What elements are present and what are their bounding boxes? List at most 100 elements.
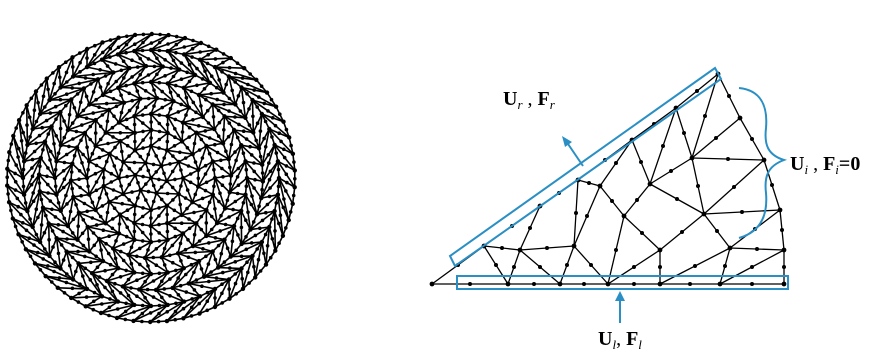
mesh-midnode — [257, 95, 261, 99]
sector-midnode — [723, 264, 727, 268]
mesh-node — [132, 148, 138, 153]
mesh-node — [228, 55, 233, 61]
mesh-midnode — [264, 210, 268, 215]
mesh-node — [153, 287, 159, 293]
mesh-node — [38, 155, 43, 161]
mesh-node — [197, 57, 203, 62]
mesh-midnode — [260, 187, 264, 192]
mesh-node — [71, 194, 76, 200]
mesh-midnode — [220, 291, 224, 296]
mesh-midnode — [157, 121, 162, 126]
mesh-midnode — [64, 280, 69, 285]
mesh-node — [30, 126, 35, 132]
mesh-node — [83, 304, 88, 309]
mesh-midnode — [129, 245, 134, 250]
mesh-node — [215, 265, 221, 270]
sector-midnode — [770, 183, 774, 187]
mesh-midnode — [217, 78, 221, 82]
mesh-midnode — [192, 288, 197, 292]
mesh-midnode — [157, 239, 162, 243]
mesh-midnode — [157, 80, 162, 85]
mesh-node — [159, 163, 164, 168]
mesh-midnode — [140, 311, 145, 316]
mesh-node — [47, 97, 52, 103]
mesh-node — [133, 172, 138, 178]
mesh-midnode — [235, 135, 240, 140]
mesh-midnode — [81, 274, 85, 278]
mesh-midnode — [173, 135, 177, 139]
sector-midnode — [640, 231, 644, 235]
mesh-midnode — [220, 183, 225, 187]
mesh-midnode — [278, 112, 282, 116]
mesh-midnode — [112, 206, 117, 210]
mesh-midnode — [125, 225, 129, 229]
mesh-midnode — [97, 275, 102, 279]
bottom-boundary-box — [456, 275, 789, 290]
mesh-midnode — [219, 158, 223, 163]
mesh-midnode — [101, 228, 106, 232]
mesh-midnode — [123, 309, 128, 314]
mesh-midnode — [133, 42, 137, 46]
mesh-node — [212, 64, 218, 70]
mesh-midnode — [88, 137, 92, 142]
mesh-midnode — [109, 171, 114, 176]
mesh-midnode — [207, 200, 212, 205]
mesh-node — [244, 175, 250, 181]
mesh-node — [148, 143, 154, 149]
mesh-midnode — [93, 171, 98, 176]
mesh-midnode — [92, 61, 97, 66]
mesh-midnode — [227, 121, 232, 125]
mesh-midnode — [108, 55, 112, 59]
mesh-midnode — [252, 161, 256, 165]
mesh-midnode — [118, 131, 123, 135]
mesh-midnode — [205, 108, 210, 113]
mesh-midnode — [258, 154, 263, 159]
mesh-midnode — [48, 199, 53, 203]
mesh-midnode — [46, 191, 50, 195]
mesh-node — [226, 74, 232, 79]
mesh-node — [37, 189, 42, 194]
mesh-midnode — [206, 121, 211, 125]
mesh-midnode — [179, 259, 183, 263]
mesh-midnode — [62, 135, 67, 140]
mesh-midnode — [107, 234, 111, 238]
mesh-midnode — [76, 249, 80, 254]
mesh-node — [165, 114, 170, 119]
mesh-midnode — [24, 228, 29, 233]
mesh-midnode — [119, 249, 123, 254]
mesh-midnode — [193, 160, 198, 164]
mesh-node — [87, 249, 92, 254]
mesh-node — [221, 90, 226, 95]
mesh-midnode — [46, 132, 51, 136]
mesh-node — [248, 227, 253, 232]
mesh-midnode — [39, 83, 44, 87]
mesh-midnode — [146, 152, 151, 157]
mesh-midnode — [173, 226, 177, 231]
mesh-node — [132, 81, 137, 86]
mesh-midnode — [157, 40, 162, 45]
mesh-node — [132, 302, 137, 308]
mesh-midnode — [85, 145, 89, 149]
mesh-node — [176, 159, 181, 165]
mesh-midnode — [56, 251, 61, 256]
mesh-midnode — [231, 207, 235, 212]
sector-node — [557, 281, 563, 287]
mesh-node — [42, 139, 48, 144]
sector-midnode — [750, 137, 754, 141]
mesh-midnode — [219, 251, 224, 256]
mesh-midnode — [160, 89, 164, 94]
mesh-midnode — [65, 202, 69, 206]
mesh-node — [69, 97, 74, 102]
mesh-midnode — [32, 108, 37, 112]
mesh-midnode — [160, 279, 164, 284]
mesh-midnode — [74, 269, 78, 274]
mesh-midnode — [124, 83, 128, 88]
mesh-midnode — [270, 135, 274, 139]
sector-midnode — [574, 211, 578, 215]
mesh-midnode — [149, 41, 154, 45]
mesh-midnode — [92, 243, 97, 248]
mesh-midnode — [84, 295, 89, 299]
mesh-midnode — [245, 260, 249, 265]
mesh-node — [222, 206, 228, 211]
mesh-node — [107, 151, 112, 156]
